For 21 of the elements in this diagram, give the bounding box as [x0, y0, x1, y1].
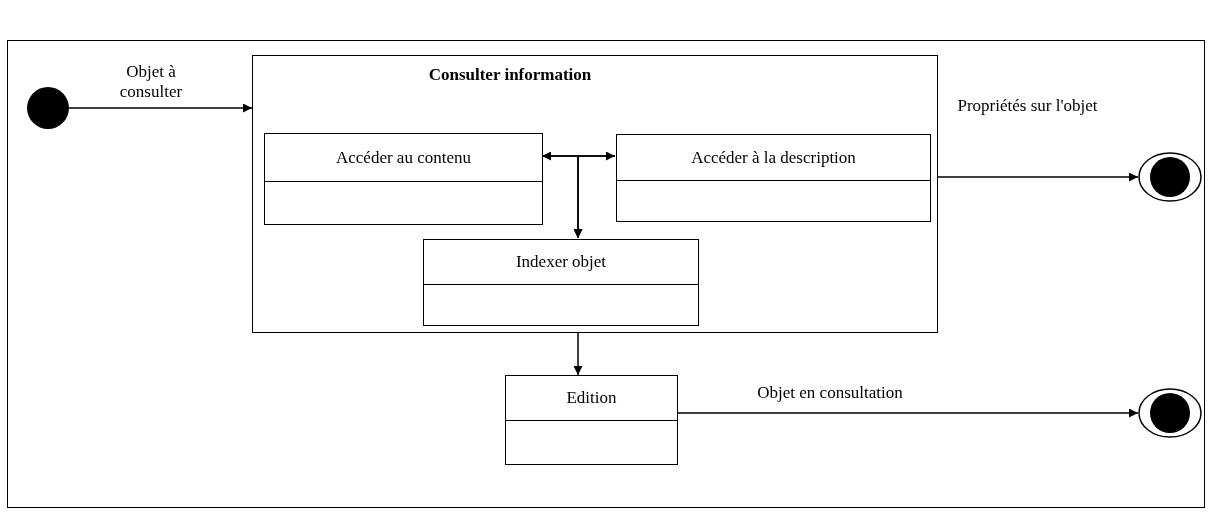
transition-arrow: [937, 172, 1139, 182]
transition-arrow: [573, 155, 616, 239]
composite-state: [252, 55, 938, 333]
state-name: Edition: [566, 387, 617, 410]
edge-label: Objet à consulter: [118, 62, 184, 102]
transition-arrow: [68, 103, 253, 113]
transition-arrow: [677, 408, 1139, 418]
edge-label: Objet en consultation: [756, 383, 904, 403]
state-box: [616, 134, 931, 222]
transition-arrow: [573, 332, 583, 376]
edge-label: Propriétés sur l'objet: [956, 96, 1099, 116]
state-name: Accéder au contenu: [336, 146, 471, 169]
initial-state: [27, 87, 69, 129]
state-box: [423, 239, 699, 326]
final-state: [1138, 388, 1202, 438]
state-name: Consulter information: [427, 64, 593, 86]
state-box: [264, 133, 543, 225]
state-name: Accéder à la description: [691, 146, 856, 169]
state-box: [505, 375, 678, 465]
state-name: Indexer objet: [515, 251, 607, 274]
final-state: [1138, 152, 1202, 202]
